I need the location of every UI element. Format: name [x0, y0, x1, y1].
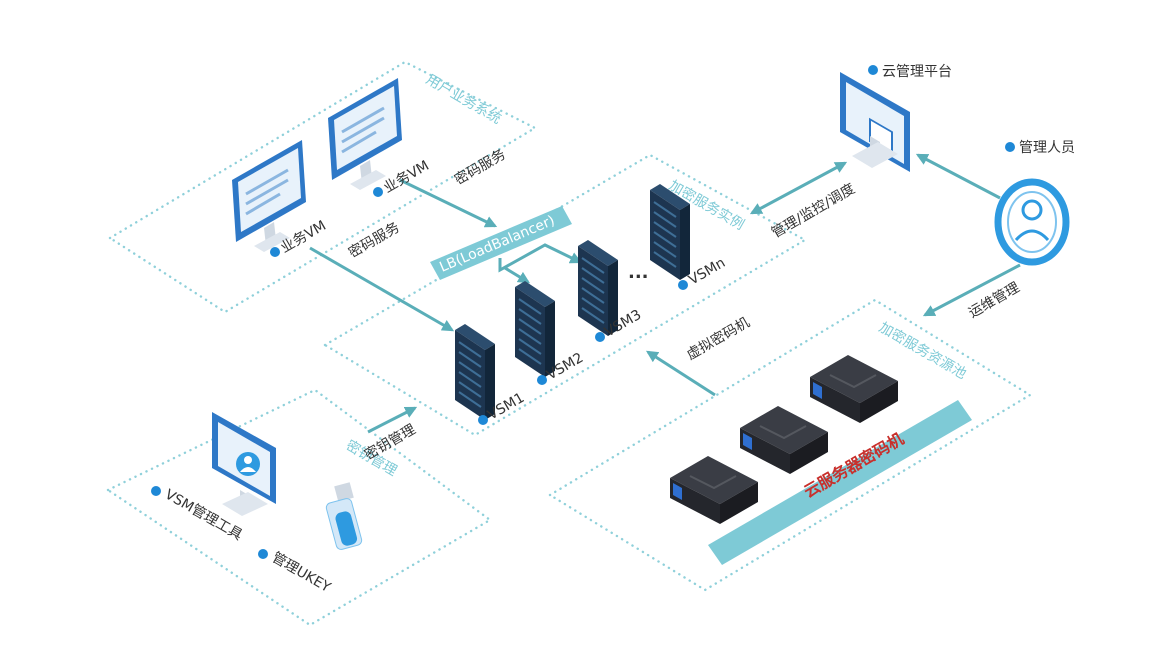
bullet-vsm3 — [595, 332, 605, 342]
resource-pool-zone — [547, 298, 1033, 592]
arrow-platform-instance — [749, 161, 848, 215]
vsmn-label: VSMn — [686, 255, 728, 289]
bullet-vsm-tool — [151, 486, 161, 496]
business-vm-2-monitor — [328, 78, 402, 190]
ukey-icon — [325, 482, 363, 550]
vsm1-server-icon — [454, 323, 496, 421]
business-vm-1-monitor — [232, 140, 306, 252]
bullet-ukey — [258, 549, 268, 559]
load-balancer-label: LB(LoadBalancer) — [437, 213, 557, 276]
hsm-box-1-icon — [669, 455, 759, 525]
bullet-cloud-platform — [868, 65, 878, 75]
hsm-box-2-icon — [739, 405, 829, 475]
ukey-label: 管理UKEY — [269, 550, 334, 596]
bullet-vm2 — [373, 187, 383, 197]
user-system-zone-label: 用户业务系统 — [423, 71, 504, 128]
edge-label-crypto-service-2: 密码服务 — [452, 146, 509, 189]
vsm2-server-icon — [514, 280, 556, 378]
arrow-vm2-to-lb — [399, 178, 498, 228]
arrow-hsm-to-vsm — [645, 350, 716, 397]
business-vm-1-label: 业务VM — [278, 218, 329, 257]
arrow-admin-to-pool — [922, 263, 1021, 317]
arrow-lb-fanout — [498, 243, 583, 273]
crypto-instance-zone — [322, 153, 808, 437]
arrow-vm1-to-vsm1 — [309, 246, 455, 332]
admin-label: 管理人员 — [1019, 140, 1075, 156]
edge-label-ops: 运维管理 — [966, 280, 1022, 322]
arrow-lb-to-vsm2 — [504, 266, 531, 284]
bullet-vsm2 — [537, 375, 547, 385]
bullet-vsm1 — [478, 415, 488, 425]
vsm-tool-label: VSM管理工具 — [162, 487, 245, 544]
vsm-ellipsis: ... — [628, 262, 649, 283]
key-management-zone — [105, 388, 493, 627]
edge-label-key-mgmt: 密钥管理 — [362, 421, 419, 464]
resource-pool-zone-label: 加密服务资源池 — [876, 319, 969, 383]
admin-avatar-icon — [994, 178, 1070, 266]
bullet-vsmn — [678, 280, 688, 290]
edge-label-crypto-service-1: 密码服务 — [346, 219, 403, 262]
cloud-platform-monitor — [840, 72, 910, 172]
cloud-hsm-band — [708, 400, 972, 565]
vsm-tool-monitor — [212, 412, 276, 516]
arrow-admin-to-platform — [915, 153, 1001, 200]
cloud-platform-label: 云管理平台 — [882, 64, 952, 80]
arrow-key-to-vsm — [367, 406, 418, 434]
edge-label-manage-monitor: 管理/监控/调度 — [769, 181, 858, 242]
edge-label-virtual-hsm: 虚拟密码机 — [684, 314, 753, 364]
bullet-vm1 — [270, 247, 280, 257]
hsm-box-3-icon — [809, 354, 899, 424]
bullet-admin — [1005, 142, 1015, 152]
